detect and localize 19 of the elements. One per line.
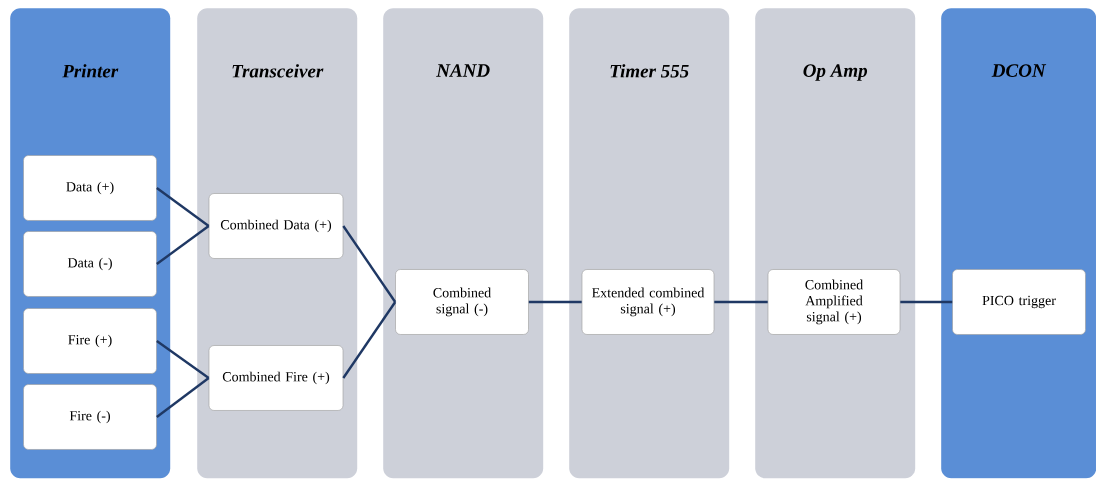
- connector-line: [714, 300, 768, 304]
- signal-box: Combined signal (-): [395, 269, 529, 335]
- connector-line: [156, 340, 210, 379]
- connector-line: [342, 301, 397, 379]
- signal-box: Extended combined signal (+): [581, 269, 715, 335]
- connector-line: [156, 377, 210, 418]
- connector-line: [156, 187, 210, 227]
- signal-box: Data (-): [23, 231, 157, 297]
- signal-box: Fire (+): [23, 308, 157, 374]
- connector-line: [528, 300, 582, 304]
- signal-box: Combined Data (+): [208, 193, 344, 259]
- signal-box: Combined Fire (+): [208, 345, 344, 411]
- signal-box: Fire (-): [23, 384, 157, 450]
- connector-line: [342, 225, 397, 303]
- signal-box: Data (+): [23, 155, 157, 221]
- signal-box: Combined Amplified signal (+): [767, 269, 901, 335]
- connector-line: [900, 300, 953, 304]
- connector-line: [156, 225, 210, 265]
- signal-box: PICO trigger: [952, 269, 1086, 335]
